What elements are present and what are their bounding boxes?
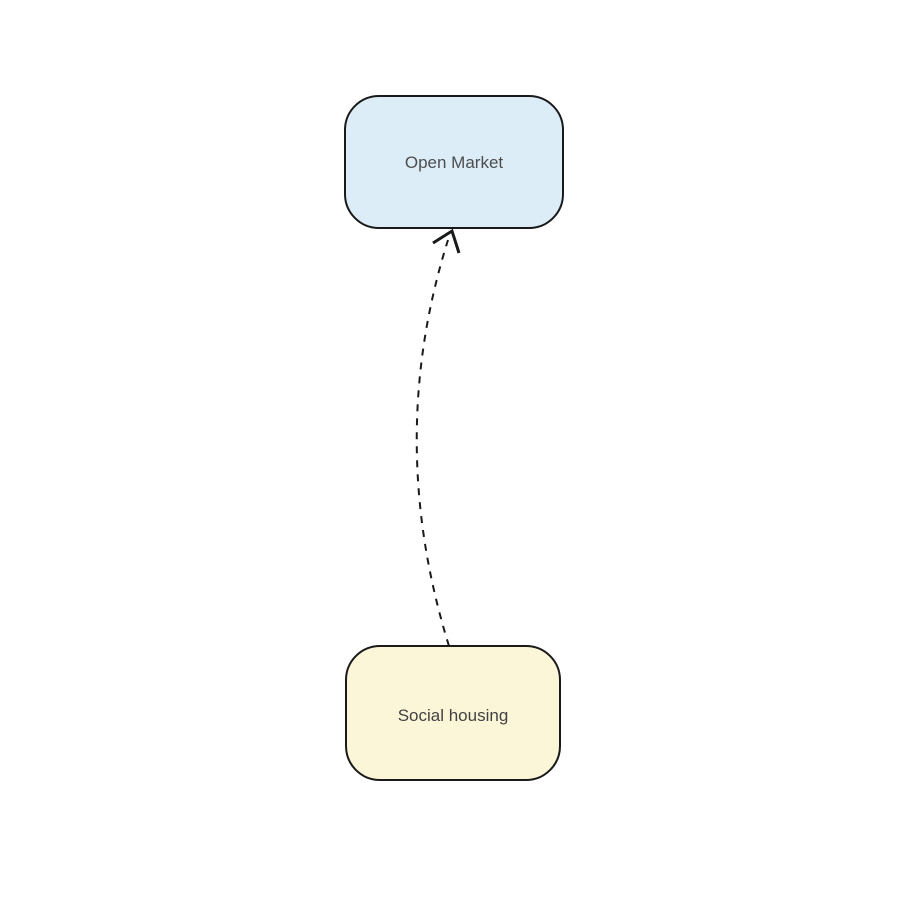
node-open-market-shape[interactable] <box>344 95 564 229</box>
node-social-housing[interactable]: Social housing <box>345 645 561 781</box>
arrowhead-icon <box>432 228 461 254</box>
node-open-market[interactable]: Open Market <box>344 95 564 229</box>
node-open-market-label: Open Market <box>405 153 504 172</box>
edge-social-housing-to-open-market[interactable] <box>415 239 450 647</box>
node-social-housing-label: Social housing <box>398 706 509 725</box>
node-social-housing-shape[interactable] <box>345 645 561 781</box>
